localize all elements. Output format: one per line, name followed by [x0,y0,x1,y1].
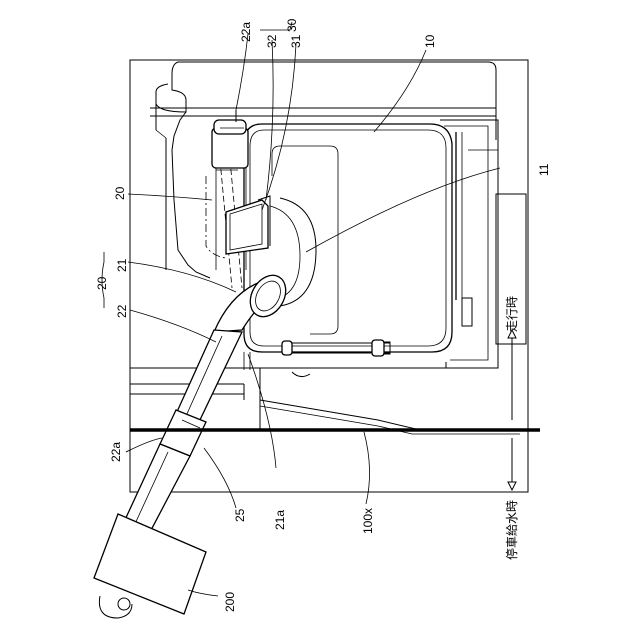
label-22a-top: 22a [239,22,253,42]
label-traveling: 走行時 [505,296,519,332]
tank-10 [244,124,452,352]
label-31: 31 [289,34,303,48]
label-22a-bottom: 22a [109,442,123,462]
arrow-stopped [508,438,516,490]
label-21: 21 [115,258,129,272]
label-100x: 100x [361,508,375,534]
label-10: 10 [423,34,437,48]
upper-housing [150,62,496,278]
label-stopped-watering: 停車給水時 [504,500,519,560]
hose-21 [214,269,293,332]
hose-end-22a-top [212,110,248,168]
lower-pipe [282,340,390,356]
label-25: 25 [233,508,247,522]
labels: 22a 30 32 31 10 11 20 20 21 22 22a 25 21… [95,18,551,612]
label-21a: 21a [273,510,287,530]
hose-22 [176,330,242,424]
label-20-upper: 20 [113,186,127,200]
external-tank-200 [94,514,206,618]
holder-30 [226,196,270,254]
label-200: 200 [223,592,237,612]
label-30: 30 [285,18,299,32]
hose-22a-lower [124,444,190,532]
label-32: 32 [265,34,279,48]
tank-lower-fittings [244,352,250,370]
label-20-group: 20 [95,276,109,290]
label-22: 22 [115,304,129,318]
label-11: 11 [537,163,551,176]
